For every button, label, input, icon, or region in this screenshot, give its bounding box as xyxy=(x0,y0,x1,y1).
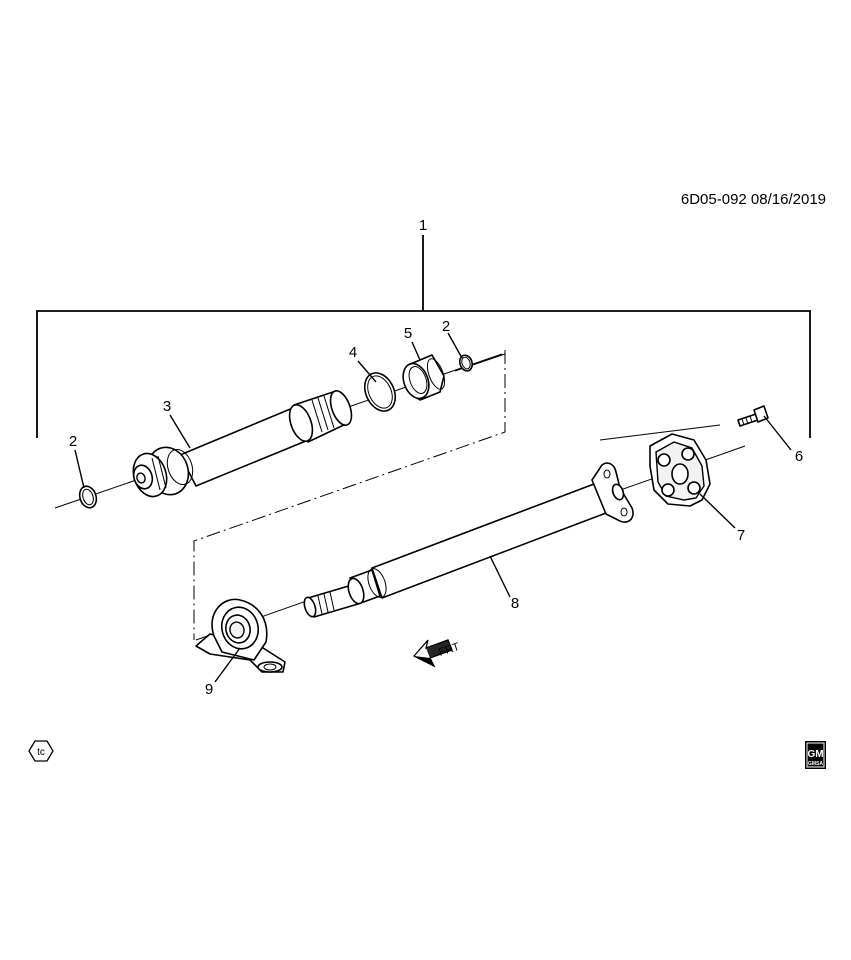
callout-2-left: 2 xyxy=(69,433,77,450)
svg-text:GM: GM xyxy=(807,749,823,760)
callout-6: 6 xyxy=(795,448,803,465)
callout-3: 3 xyxy=(163,398,171,415)
callout-4: 4 xyxy=(349,344,357,361)
callout-2-right: 2 xyxy=(442,318,450,335)
front-arrow: FRT xyxy=(412,639,461,668)
callout-8: 8 xyxy=(511,595,519,612)
o-ring xyxy=(363,372,397,412)
tc-symbol-text: tc xyxy=(37,747,45,758)
tc-symbol: tc xyxy=(28,740,54,762)
retaining-ring-left xyxy=(78,485,98,509)
bolt xyxy=(737,405,769,427)
callout-1: 1 xyxy=(419,217,427,234)
leader-lines xyxy=(74,332,792,683)
callout-5: 5 xyxy=(404,325,412,342)
drawing-code: 6D05-092 08/16/2019 xyxy=(681,191,826,208)
center-bearing-support xyxy=(195,598,286,673)
retaining-ring-right xyxy=(458,354,474,372)
lower-shaft-group xyxy=(195,405,769,673)
gm-logo: GM GMSA xyxy=(805,741,826,769)
flex-coupling xyxy=(649,433,711,507)
callout-7: 7 xyxy=(737,527,745,544)
front-propeller-shaft xyxy=(132,390,353,498)
upper-shaft-group xyxy=(54,350,506,640)
assembly-bracket xyxy=(36,235,811,438)
boot-cap xyxy=(402,354,446,401)
callout-9: 9 xyxy=(205,681,213,698)
svg-text:GMSA: GMSA xyxy=(808,761,823,767)
rear-propeller-shaft xyxy=(303,462,634,618)
